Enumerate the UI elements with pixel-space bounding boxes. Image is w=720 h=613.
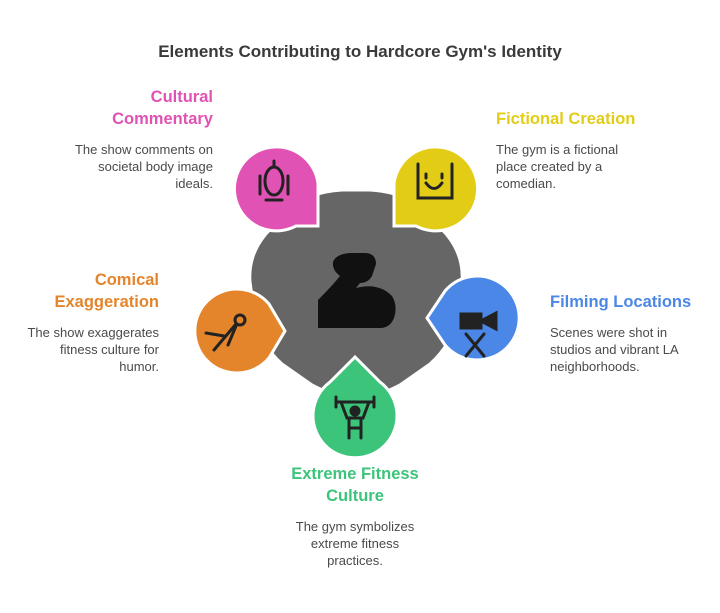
cultural-commentary-label: Cultural Commentary <box>60 86 213 130</box>
comical-label-line1: Comical <box>94 271 159 289</box>
cultural-desc-line3: ideals. <box>175 176 213 191</box>
cultural-label-line1: Cultural <box>150 88 213 106</box>
comical-exaggeration-desc: The show exaggerates fitness culture for… <box>10 324 159 375</box>
fictional-desc-line2: place created by a <box>496 159 603 174</box>
comical-desc-line2: fitness culture for <box>60 342 159 357</box>
extreme-fitness-desc: The gym symbolizes extreme fitness pract… <box>263 518 447 569</box>
extreme-desc-line2: extreme fitness <box>310 536 400 551</box>
cultural-droplet <box>232 145 320 233</box>
filming-desc-line1: Scenes were shot in <box>550 325 668 340</box>
cultural-label-line2: Commentary <box>112 110 213 128</box>
fictional-droplet <box>392 145 480 233</box>
extreme-desc-line1: The gym symbolizes <box>295 519 415 534</box>
filming-locations-label: Filming Locations <box>550 291 715 313</box>
weightlifter-icon <box>334 395 376 440</box>
comical-desc-line1: The show exaggerates <box>27 325 159 340</box>
filming-droplet <box>425 274 521 362</box>
video-camera-icon <box>459 310 498 358</box>
extreme-label-line1: Extreme Fitness <box>291 465 419 483</box>
cultural-desc-line1: The show comments on <box>74 142 213 157</box>
comical-desc-line3: humor. <box>119 359 159 374</box>
diagram-title: Elements Contributing to Hardcore Gym's … <box>158 42 562 61</box>
fictional-desc-line1: The gym is a fictional <box>496 142 619 157</box>
flexed-bicep-icon <box>318 253 396 328</box>
cultural-commentary-desc: The show comments on societal body image… <box>40 141 213 192</box>
extreme-label-line2: Culture <box>326 487 384 505</box>
compass-tool-icon <box>204 313 247 352</box>
filming-desc-line3: neighborhoods. <box>550 359 640 374</box>
cultural-desc-line2: societal body image <box>98 159 213 174</box>
extreme-fitness-label: Extreme Fitness Culture <box>253 463 457 507</box>
filming-label-line1: Filming Locations <box>550 293 692 311</box>
mirror-icon <box>258 159 290 202</box>
comical-label-line2: Exaggeration <box>54 293 159 311</box>
fictional-creation-label: Fictional Creation <box>496 108 696 130</box>
fictional-desc-line3: comedian. <box>496 176 556 191</box>
extreme-droplet <box>311 354 399 460</box>
extreme-desc-line3: practices. <box>327 553 383 568</box>
comedy-mask-icon <box>416 162 454 200</box>
fictional-label-line1: Fictional Creation <box>496 110 636 128</box>
filming-desc-line2: studios and vibrant LA <box>550 342 679 357</box>
fictional-creation-desc: The gym is a fictional place created by … <box>496 141 686 192</box>
filming-locations-desc: Scenes were shot in studios and vibrant … <box>550 324 715 375</box>
comical-exaggeration-label: Comical Exaggeration <box>20 269 159 313</box>
comical-droplet <box>193 287 287 375</box>
